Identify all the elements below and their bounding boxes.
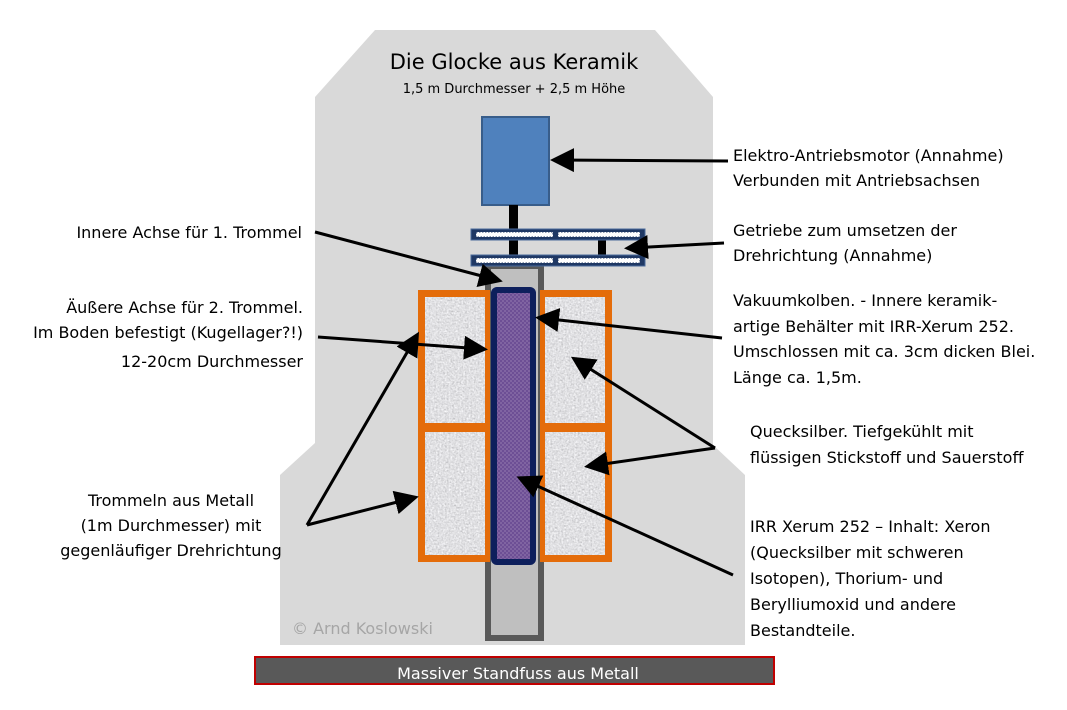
vacuum-flask (491, 287, 536, 565)
svg-text:Bestandteile.: Bestandteile. (750, 621, 855, 640)
svg-text:artige Behälter mit IRR-Xerum: artige Behälter mit IRR-Xerum 252. (733, 317, 1014, 336)
svg-text:Äußere Achse für 2. Trommel.: Äußere Achse für 2. Trommel. (66, 298, 303, 317)
svg-text:Innere Achse für 1. Trommel: Innere Achse für 1. Trommel (76, 223, 302, 242)
base-stand (254, 656, 775, 685)
drive-shaft (509, 205, 518, 293)
svg-text:Drehrichtung (Annahme): Drehrichtung (Annahme) (733, 246, 932, 265)
base-label: Massiver Standfuss aus Metall (397, 664, 639, 683)
svg-text:Elektro-Antriebsmotor (Annahm: Elektro-Antriebsmotor (Annahme) (733, 146, 1004, 165)
copyright-watermark: © Arnd Koslowski (292, 619, 433, 638)
label-vacuum: Vakuumkolben. - Innere keramik- artige B… (733, 291, 1035, 387)
svg-text:Vakuumkolben. - Innere kerami: Vakuumkolben. - Innere keramik- (733, 291, 997, 310)
diagram-subtitle: 1,5 m Durchmesser + 2,5 m Höhe (403, 82, 626, 97)
svg-text:Berylliumoxid und andere: Berylliumoxid und andere (750, 595, 956, 614)
label-drums: Trommeln aus Metall (1m Durchmesser) mit… (60, 491, 281, 560)
svg-text:12-20cm Durchmesser: 12-20cm Durchmesser (121, 352, 304, 371)
callout-arrows (305, 148, 734, 577)
motor (481, 116, 550, 206)
label-motor: Elektro-Antriebsmotor (Annahme) Verbunde… (733, 146, 1004, 190)
svg-text:Im Boden befestigt (Kugellager: Im Boden befestigt (Kugellager?!) (33, 323, 303, 342)
diagram-title: Die Glocke aus Keramik (390, 50, 639, 74)
label-outer-axis: Äußere Achse für 2. Trommel. Im Boden be… (33, 298, 303, 371)
svg-text:Verbunden mit Antriebsachsen: Verbunden mit Antriebsachsen (733, 171, 980, 190)
label-gear: Getriebe zum umsetzen der Drehrichtung (… (733, 221, 957, 265)
svg-text:Isotopen), Thorium- und: Isotopen), Thorium- und (750, 569, 943, 588)
svg-text:(Quecksilber mit schweren: (Quecksilber mit schweren (750, 543, 964, 562)
svg-text:Quecksilber. Tiefgekühlt mit: Quecksilber. Tiefgekühlt mit (750, 422, 974, 441)
label-xerum: IRR Xerum 252 – Inhalt: Xeron (Quecksilb… (750, 517, 990, 640)
svg-text:Getriebe zum umsetzen der: Getriebe zum umsetzen der (733, 221, 957, 240)
svg-text:Umschlossen mit ca. 3cm dicke: Umschlossen mit ca. 3cm dicken Blei. (733, 342, 1035, 361)
svg-text:gegenläufiger Drehrichtung: gegenläufiger Drehrichtung (60, 541, 281, 560)
svg-text:(1m Durchmesser) mit: (1m Durchmesser) mit (81, 516, 262, 535)
label-mercury: Quecksilber. Tiefgekühlt mit flüssigen S… (750, 422, 1024, 467)
svg-text:IRR Xerum 252 – Inhalt: Xeron: IRR Xerum 252 – Inhalt: Xeron (750, 517, 990, 536)
label-inner-axis: Innere Achse für 1. Trommel (76, 223, 302, 242)
svg-text:Trommeln aus Metall: Trommeln aus Metall (87, 491, 254, 510)
drums (418, 290, 612, 562)
svg-text:flüssigen Stickstoff und Saue: flüssigen Stickstoff und Sauerstoff (750, 448, 1024, 467)
gearbox (470, 228, 646, 267)
svg-text:Länge ca. 1,5m.: Länge ca. 1,5m. (733, 368, 862, 387)
